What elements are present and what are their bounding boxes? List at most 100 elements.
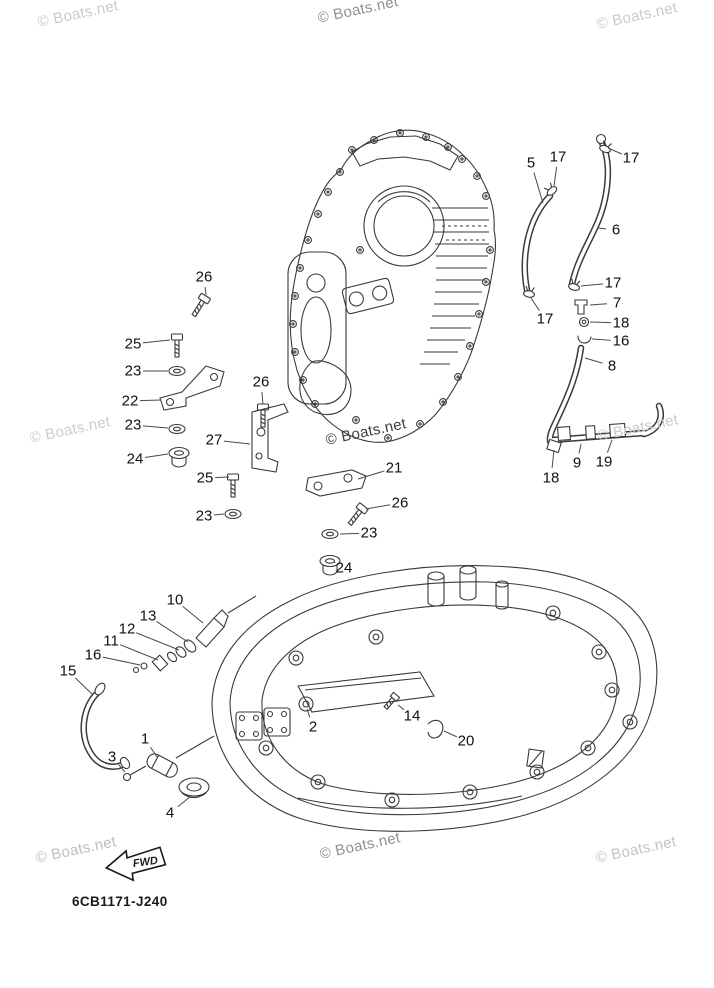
leader-line-25 bbox=[214, 476, 230, 479]
callout-6: 6 bbox=[611, 221, 621, 239]
callout-9: 9 bbox=[572, 454, 582, 472]
callout-12: 12 bbox=[118, 620, 136, 638]
callout-13: 13 bbox=[139, 607, 157, 625]
callout-17: 17 bbox=[604, 274, 622, 292]
callout-15: 15 bbox=[59, 662, 77, 680]
leader-line-10 bbox=[182, 605, 204, 624]
callout-26: 26 bbox=[252, 373, 270, 391]
leader-line-24 bbox=[144, 453, 169, 458]
callout-26: 26 bbox=[195, 268, 213, 286]
leader-line-8 bbox=[584, 357, 603, 364]
engine-block bbox=[287, 129, 497, 443]
leader-line-20 bbox=[443, 730, 458, 738]
callout-4: 4 bbox=[165, 804, 175, 822]
connector bbox=[585, 425, 597, 440]
leader-line-27 bbox=[223, 440, 251, 445]
leader-line-23 bbox=[339, 532, 360, 535]
bracket-21 bbox=[305, 469, 367, 497]
plug-grommet-assembly bbox=[122, 735, 215, 799]
callout-23: 23 bbox=[195, 507, 213, 525]
fwd-label: FWD bbox=[132, 855, 159, 870]
leader-line-16 bbox=[591, 338, 612, 341]
fitting-18b bbox=[546, 438, 562, 454]
leader-line-5 bbox=[533, 172, 544, 204]
washer-2 bbox=[298, 696, 314, 712]
callout-7: 7 bbox=[612, 294, 622, 312]
callout-25: 25 bbox=[124, 335, 142, 353]
leader-line-4 bbox=[177, 796, 191, 808]
leader-line-17 bbox=[553, 166, 558, 187]
diagram-code: 6CB1171-J240 bbox=[72, 894, 168, 909]
leader-line-3 bbox=[118, 764, 126, 773]
callout-16: 16 bbox=[84, 646, 102, 664]
callout-23: 23 bbox=[360, 524, 378, 542]
callout-3: 3 bbox=[107, 748, 117, 766]
clip-20 bbox=[427, 719, 444, 739]
clip-16 bbox=[577, 335, 592, 344]
callout-17: 17 bbox=[536, 310, 554, 328]
callout-8: 8 bbox=[607, 357, 617, 375]
bottom-cowling bbox=[211, 565, 658, 832]
fwd-arrow: FWD bbox=[104, 846, 167, 882]
callout-10: 10 bbox=[166, 591, 184, 609]
leader-line-6 bbox=[597, 227, 607, 230]
leader-line-2 bbox=[306, 708, 311, 718]
leader-line-25 bbox=[142, 339, 171, 344]
callout-2: 2 bbox=[308, 718, 318, 736]
callout-11: 11 bbox=[103, 632, 119, 650]
leader-line-17 bbox=[580, 283, 604, 287]
callout-24: 24 bbox=[126, 450, 144, 468]
leader-line-26 bbox=[261, 391, 264, 405]
leader-line-17 bbox=[530, 297, 540, 311]
leader-line-14 bbox=[397, 704, 405, 711]
callout-14: 14 bbox=[403, 707, 421, 725]
callout-26: 26 bbox=[391, 494, 409, 512]
bracket-22 bbox=[159, 365, 225, 411]
leader-line-13 bbox=[156, 621, 189, 643]
connector bbox=[609, 422, 627, 439]
leader-line-26 bbox=[204, 286, 207, 296]
callout-24: 24 bbox=[335, 559, 353, 577]
leader-line-23 bbox=[213, 513, 225, 516]
callout-20: 20 bbox=[457, 732, 475, 750]
leader-line-24 bbox=[333, 561, 336, 564]
screw-14 bbox=[383, 691, 401, 711]
leader-line-26 bbox=[365, 504, 391, 510]
connector bbox=[557, 426, 572, 441]
leader-line-18 bbox=[589, 321, 612, 324]
leader-line-15 bbox=[74, 677, 93, 695]
callout-22: 22 bbox=[121, 392, 139, 410]
leader-line-11 bbox=[120, 644, 159, 661]
callout-18: 18 bbox=[542, 469, 560, 487]
callout-5: 5 bbox=[526, 154, 536, 172]
leader-line-7 bbox=[589, 303, 608, 306]
callout-25: 25 bbox=[196, 469, 214, 487]
leader-line-17 bbox=[607, 147, 623, 155]
hoses bbox=[80, 133, 664, 770]
leader-line-23 bbox=[142, 425, 169, 429]
callout-1: 1 bbox=[140, 730, 150, 748]
leader-line-1 bbox=[150, 747, 158, 758]
leader-line-9 bbox=[578, 443, 582, 454]
leader-line-21 bbox=[357, 470, 385, 480]
callout-17: 17 bbox=[622, 149, 640, 167]
callout-17: 17 bbox=[549, 148, 567, 166]
hose-tip bbox=[119, 756, 131, 770]
callout-23: 23 bbox=[124, 362, 142, 380]
hose-end-cap bbox=[94, 682, 106, 696]
bracket-27 bbox=[251, 403, 289, 473]
callout-23: 23 bbox=[124, 416, 142, 434]
leader-line-18 bbox=[551, 449, 555, 469]
callout-21: 21 bbox=[385, 459, 403, 477]
leader-line-12 bbox=[136, 632, 180, 651]
leader-line-22 bbox=[139, 399, 162, 402]
brackets-fasteners bbox=[159, 292, 444, 739]
callout-27: 27 bbox=[205, 431, 223, 449]
callout-18: 18 bbox=[612, 314, 630, 332]
leader-line-16 bbox=[102, 656, 141, 666]
callout-19: 19 bbox=[595, 453, 613, 471]
callout-16: 16 bbox=[612, 332, 630, 350]
